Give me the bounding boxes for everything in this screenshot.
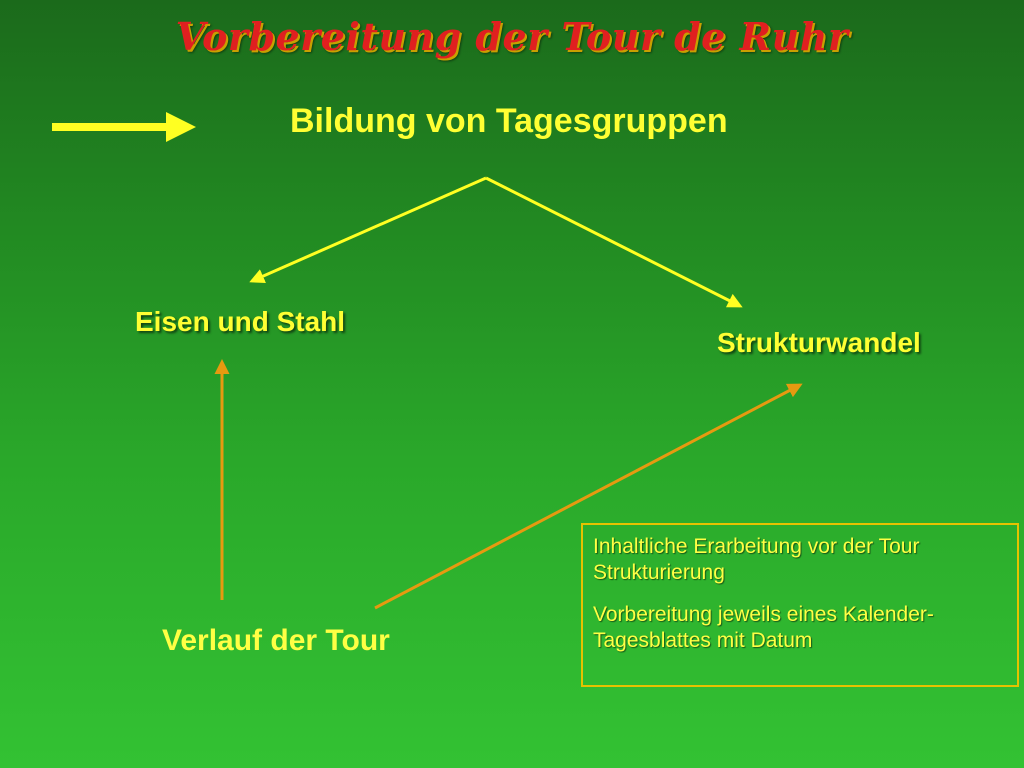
note-box: Inhaltliche Erarbeitung vor der Tour Str… (581, 523, 1019, 687)
note-line-3: Vorbereitung jeweils eines Kalender- (593, 603, 934, 626)
intro-arrow (52, 112, 196, 142)
node-strukturwandel: Strukturwandel (717, 327, 921, 358)
node-verlauf-der-tour: Verlauf der Tour (162, 624, 390, 657)
arrow-to-eisen (249, 176, 487, 284)
arrow-verlauf-to-struktur (374, 383, 803, 610)
note-line-1: Inhaltliche Erarbeitung vor der Tour (593, 535, 920, 558)
node-eisen-und-stahl: Eisen und Stahl (135, 306, 346, 337)
slide-title: Vorbereitung der Tour de Ruhr (175, 14, 849, 59)
slide-subtitle: Bildung von Tagesgruppen (290, 102, 728, 140)
note-spacer (593, 586, 1007, 602)
note-line-4: Tagesblattes mit Datum (593, 629, 813, 652)
note-line-2: Strukturierung (593, 561, 725, 584)
arrow-to-struktur (485, 176, 743, 308)
